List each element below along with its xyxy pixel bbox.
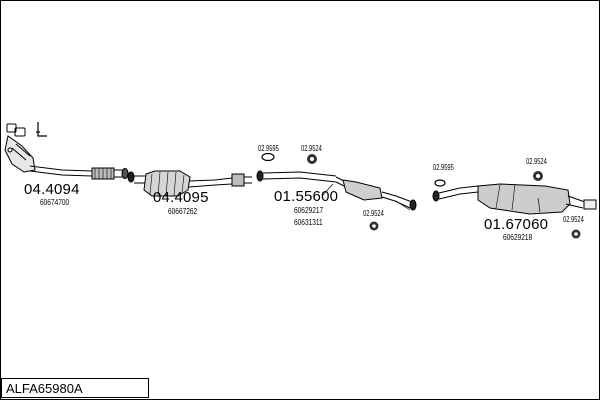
oe-number-label: 60674700 (40, 198, 70, 207)
rear-silencer-part (432, 183, 597, 215)
rubber-mount-icon (369, 221, 379, 231)
oe-number-label: 60667262 (168, 207, 198, 216)
part-number-label: 01.55600 (274, 188, 339, 205)
diagram-code-box: ALFA65980A (1, 378, 149, 398)
front-pipe-part (4, 123, 129, 180)
fitting-label: 02.9595 (433, 163, 454, 172)
oe-number-label: 60629218 (503, 233, 533, 242)
part-number-label: 04.4095 (153, 189, 209, 206)
oe-number-label: 60631311 (294, 218, 323, 227)
bracket-icon (36, 122, 47, 137)
rubber-mount-icon (533, 171, 543, 181)
fitting-label: 02.9524 (363, 209, 384, 218)
centre-silencer-part (256, 170, 417, 211)
oe-number-label: 60629217 (294, 206, 324, 215)
part-number-label: 04.4094 (24, 181, 80, 198)
fitting-label: 02.9524 (301, 144, 322, 153)
leader-lines (321, 183, 541, 213)
catalytic-converter-part (127, 170, 252, 197)
diagram-code: ALFA65980A (6, 381, 83, 396)
fitting-label: 02.9524 (563, 215, 584, 224)
fitting-label: 02.9524 (526, 157, 547, 166)
clamp-ring-icon (434, 179, 446, 187)
rubber-mount-icon (307, 154, 317, 164)
rubber-mount-icon (571, 229, 581, 239)
part-number-label: 01.67060 (484, 216, 549, 233)
clamp-ring-icon (261, 152, 275, 162)
fitting-label: 02.9595 (258, 144, 279, 153)
